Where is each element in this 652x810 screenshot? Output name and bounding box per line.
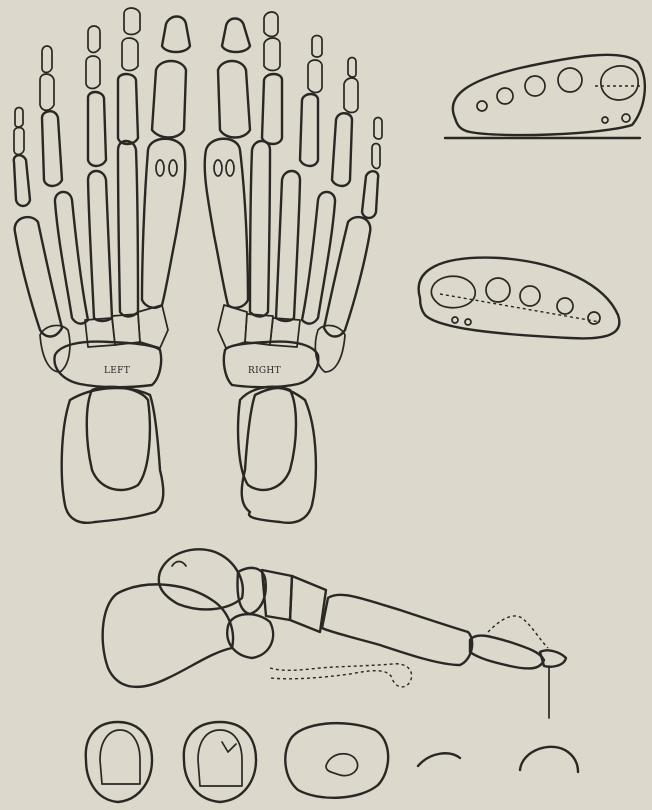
cross-section-upper-ring-4	[558, 68, 582, 92]
left-toe2-distal	[124, 8, 140, 35]
left-toe2-middle	[122, 38, 138, 71]
toenail-1	[86, 722, 152, 802]
left-toe3-proximal	[88, 92, 106, 166]
left-toe5-middle	[14, 128, 24, 155]
lateral-talus-notch	[172, 562, 186, 567]
arc-shape-2	[520, 747, 578, 772]
bottom-shapes	[86, 722, 578, 802]
right-toe5-proximal	[362, 171, 378, 218]
cross-section-lower-dot-1	[452, 317, 458, 323]
left-sesamoid-lateral	[156, 160, 164, 176]
right-toe2-proximal	[262, 74, 282, 144]
left-cuneiform-medial	[138, 305, 168, 348]
left-toe3-distal	[88, 26, 100, 53]
cross-section-upper-ring-5	[601, 66, 638, 100]
right-foot-label: RIGHT	[248, 366, 281, 376]
toenail-2-crack	[222, 742, 236, 752]
right-foot: RIGHT	[205, 12, 382, 523]
bone-cross-section-cavity	[326, 754, 358, 776]
right-toe1-distal	[222, 19, 250, 53]
bone-cross-section-round	[285, 723, 388, 798]
left-foot: LEFT	[14, 8, 190, 523]
left-metatarsal-2	[118, 141, 138, 317]
cross-section-lower-ring-3	[520, 286, 540, 306]
right-toe4-distal	[348, 58, 356, 78]
arc-shape-1	[418, 753, 460, 766]
cross-section-upper-ring-2	[497, 88, 513, 104]
right-toe5-distal	[374, 118, 382, 140]
lateral-cuneiform-2	[290, 576, 326, 632]
cross-section-lower-outline	[419, 258, 620, 339]
right-toe3-proximal	[300, 94, 318, 166]
right-cuboid	[315, 325, 345, 372]
right-cuneiform-medial	[218, 305, 247, 348]
cross-section-upper-ring-3	[525, 76, 545, 96]
metatarsal-cross-section-upper	[445, 55, 645, 138]
left-foot-label: LEFT	[104, 366, 130, 376]
cross-section-upper-dot-2	[622, 114, 630, 122]
left-toe1-proximal	[152, 61, 186, 138]
left-sesamoid-medial	[169, 160, 177, 176]
cross-section-upper-ring-1	[477, 101, 487, 111]
left-metatarsal-3	[88, 171, 112, 321]
toenail-2	[184, 722, 256, 802]
right-toe5-middle	[372, 144, 380, 169]
left-toe5-distal	[15, 108, 23, 128]
foot-lateral-view	[103, 549, 566, 718]
cross-section-upper-dot-1	[602, 117, 608, 123]
left-talus	[87, 387, 150, 490]
left-metatarsal-4	[55, 192, 88, 324]
lateral-proximal-phalanx	[470, 636, 544, 669]
right-toe3-middle	[308, 60, 322, 93]
left-toe4-distal	[42, 46, 52, 73]
right-toe3-distal	[312, 36, 322, 58]
cross-section-lower-ring-5	[588, 312, 600, 324]
metatarsal-cross-section-lower	[419, 258, 620, 339]
right-toe1-proximal	[218, 61, 250, 138]
toenail-2-inner	[198, 730, 242, 786]
right-sesamoid-lateral	[226, 160, 234, 176]
right-calcaneus	[242, 388, 316, 523]
lateral-hidden-outline	[270, 664, 412, 687]
left-cuneiform-intermediate	[112, 314, 140, 345]
lateral-talus	[159, 549, 243, 609]
left-toe5-proximal	[14, 155, 30, 206]
left-toe4-proximal	[42, 111, 62, 186]
cross-section-lower-ring-1	[431, 276, 475, 307]
cross-section-lower-ring-4	[557, 298, 573, 314]
right-cuneiform-intermediate	[245, 314, 273, 345]
left-toe2-proximal	[118, 74, 138, 144]
right-toe2-middle	[264, 38, 280, 71]
right-toe4-proximal	[332, 113, 352, 186]
right-toe4-middle	[344, 78, 358, 113]
right-sesamoid-medial	[214, 160, 222, 176]
right-metatarsal-3	[276, 171, 300, 321]
lateral-toe-dotted	[488, 616, 548, 648]
toenail-1-inner	[100, 730, 140, 784]
right-navicular	[224, 342, 318, 388]
cross-section-lower-ring-2	[486, 278, 510, 302]
left-toe3-middle	[86, 56, 100, 89]
right-metatarsal-2	[250, 141, 270, 317]
lateral-calcaneus	[103, 584, 233, 686]
cross-section-lower-dot-2	[465, 319, 471, 325]
right-toe2-distal	[264, 12, 278, 37]
left-toe4-middle	[40, 74, 54, 110]
left-metatarsal-5	[15, 217, 62, 336]
lateral-cuneiform-1	[262, 570, 292, 620]
left-toe1-distal	[162, 17, 190, 53]
lateral-metatarsal	[322, 595, 472, 665]
